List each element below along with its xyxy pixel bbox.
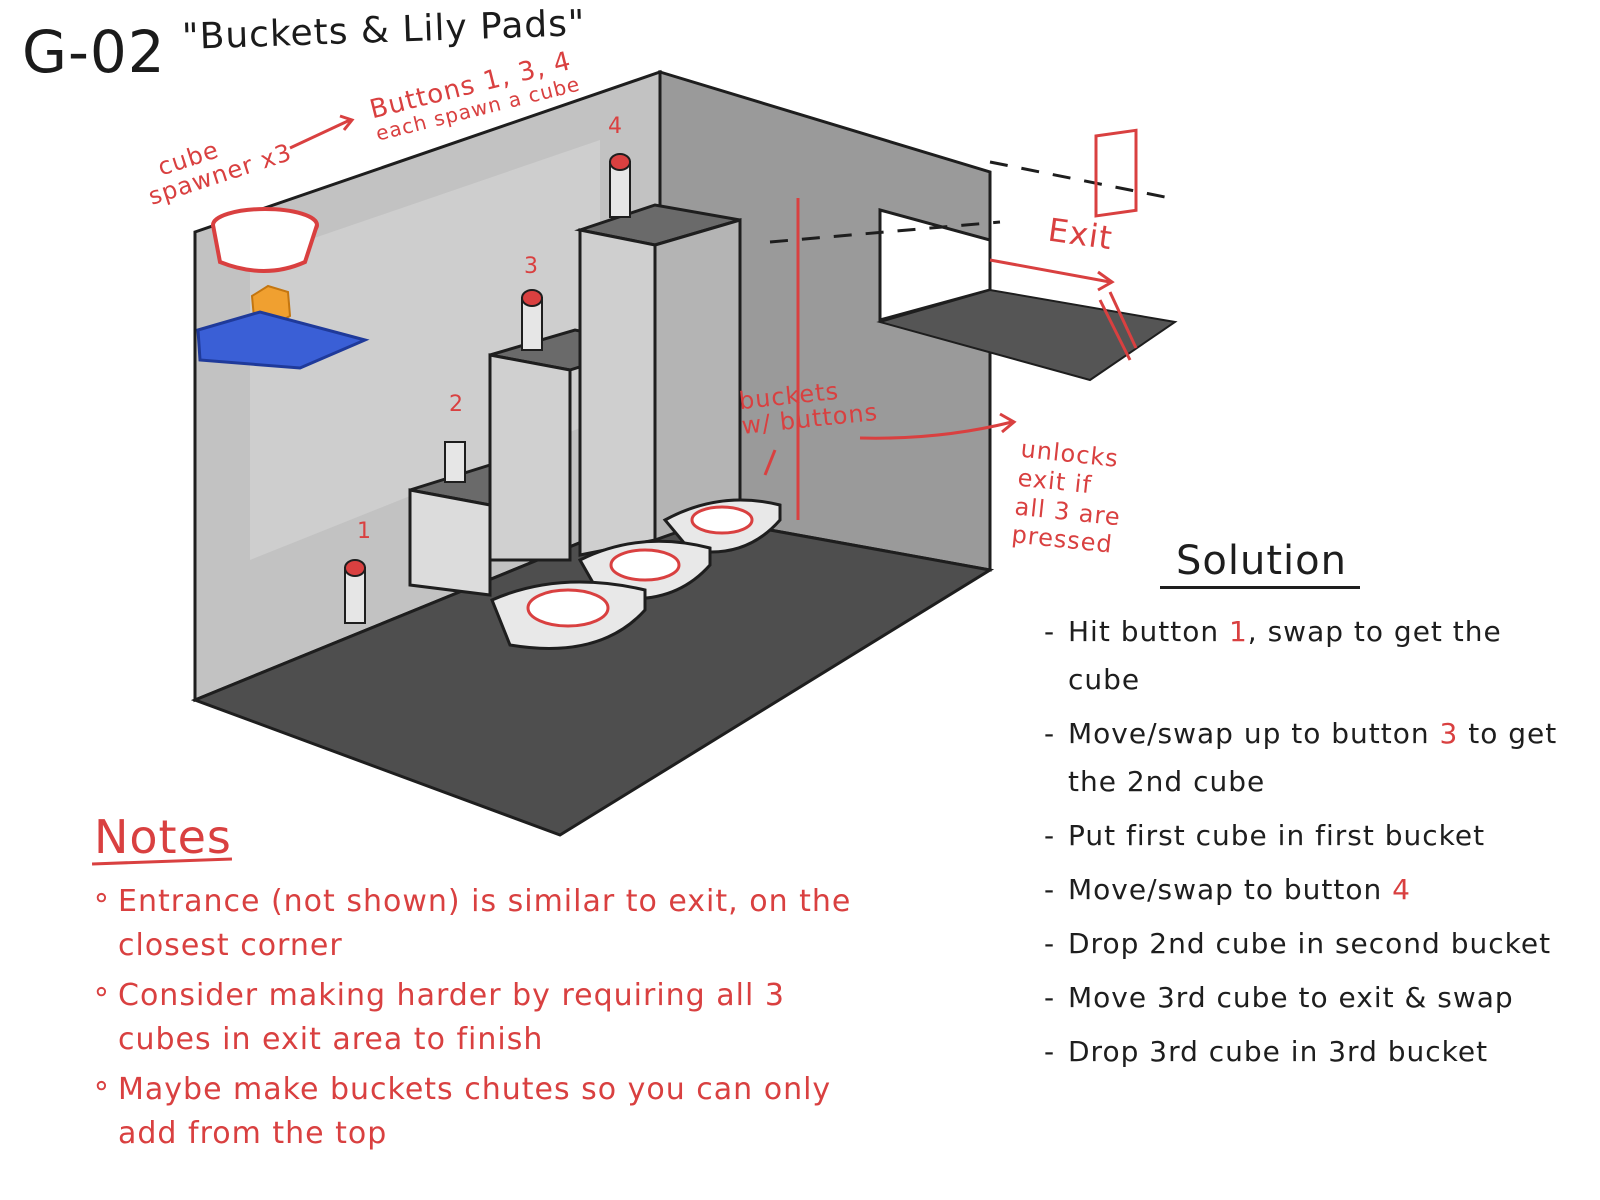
exit-corridor [769, 128, 1178, 382]
solution-step: Put first cube in first bucket [1042, 812, 1582, 860]
unlocks-label: unlocks exit if all 3 are pressed [1010, 434, 1123, 560]
level-id: G-02 [22, 18, 166, 86]
step-number-1: 1 [357, 519, 372, 544]
notes-list: Entrance (not shown) is similar to exit,… [92, 876, 872, 1162]
lily-pad [196, 310, 370, 370]
button-3 [521, 289, 543, 307]
solution-step: Move/swap to button 4 [1042, 866, 1582, 914]
note-item: Entrance (not shown) is similar to exit,… [92, 876, 872, 968]
buckets [490, 498, 782, 650]
note-item: Maybe make buckets chutes so you can onl… [92, 1064, 872, 1156]
solution-step: Move 3rd cube to exit & swap [1042, 974, 1582, 1022]
step-number-2: 2 [449, 392, 464, 417]
cube-spawner [196, 207, 370, 370]
button-4 [609, 153, 631, 171]
solution-step: Hit button 1, swap to get the cube [1042, 608, 1582, 704]
exit-door [1094, 128, 1138, 218]
bucket-button-2 [609, 548, 681, 582]
stair-blocks [408, 203, 742, 597]
solution-step: Drop 2nd cube in second bucket [1042, 920, 1582, 968]
bucket-button-3 [690, 505, 754, 535]
solution-step: Drop 3rd cube in 3rd bucket [1042, 1028, 1582, 1076]
room-floor [190, 508, 995, 837]
button-1 [344, 559, 366, 577]
step-number-3: 3 [524, 254, 539, 279]
solution-underline [1160, 586, 1360, 589]
note-item: Consider making harder by requiring all … [92, 970, 872, 1062]
solution-step: Move/swap up to button 3 to get the 2nd … [1042, 710, 1582, 806]
solution-list: Hit button 1, swap to get the cube Move/… [1042, 608, 1582, 1082]
button-2-post [444, 441, 466, 483]
exit-label: Exit [1045, 210, 1116, 258]
solution-heading: Solution [1176, 538, 1347, 584]
annotation-arrows [289, 114, 1115, 520]
bucket-button-1 [526, 588, 610, 628]
step-number-4: 4 [608, 114, 623, 139]
step-buttons [344, 153, 631, 624]
notes-heading: Notes [94, 810, 232, 864]
